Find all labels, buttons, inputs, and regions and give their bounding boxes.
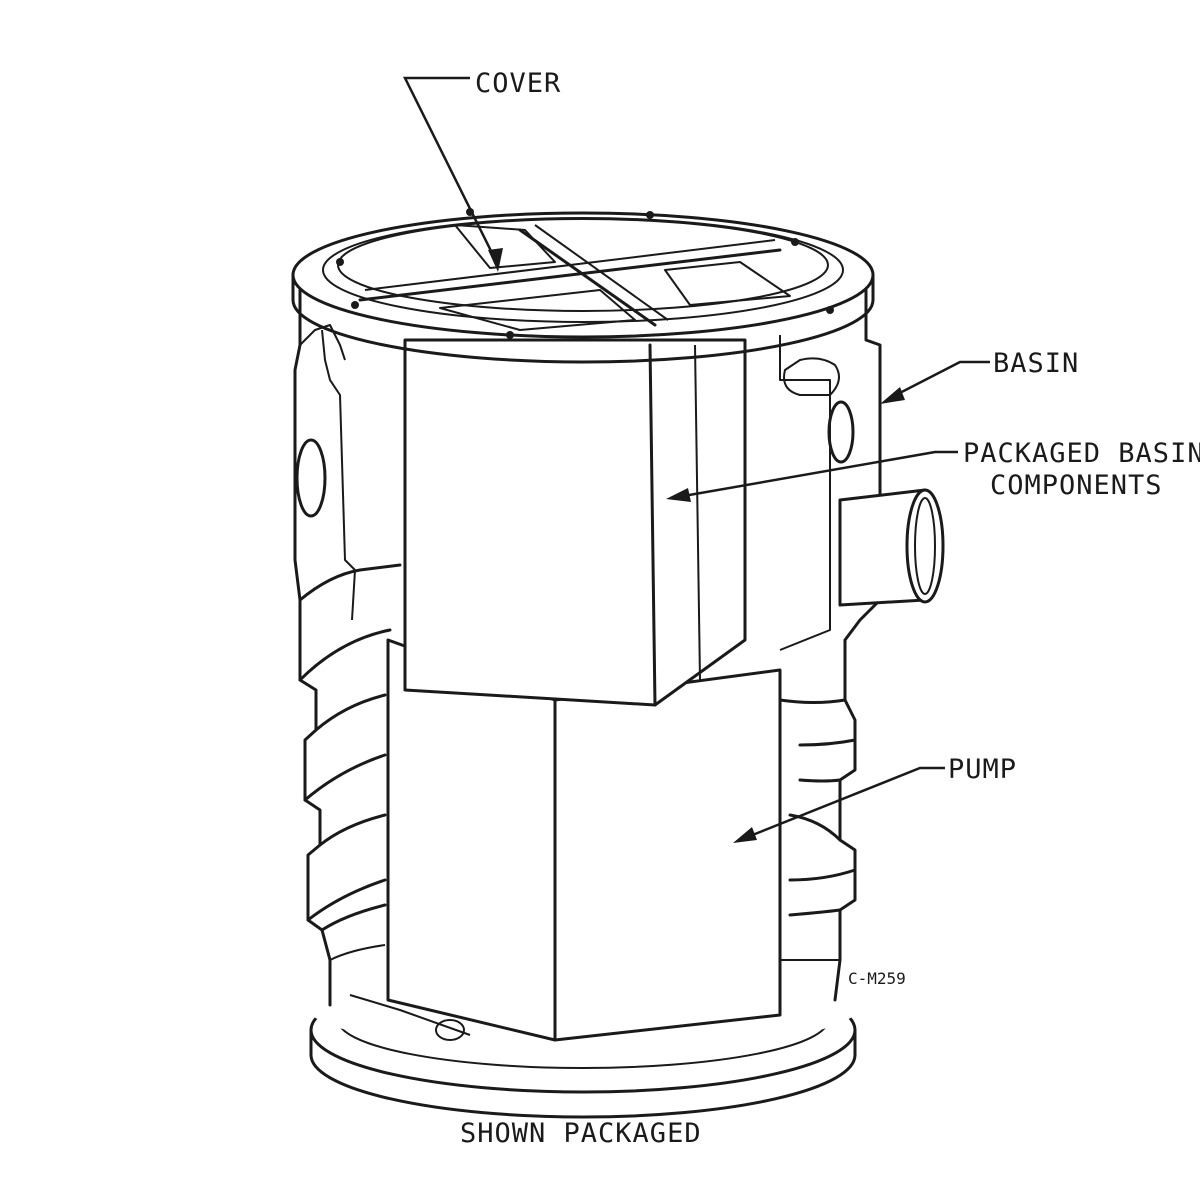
basin-leader [889,360,990,400]
pump [349,638,782,1042]
caption: SHOWN PACKAGED [460,1118,702,1149]
label-basin: BASIN [993,348,1079,379]
pump-leader [739,766,945,842]
leader-lines [402,76,990,843]
packaged-leader [671,450,958,500]
cover-leader [402,76,500,266]
label-cover: COVER [475,68,561,99]
packaged-components [403,338,747,707]
label-packaged-line2: COMPONENTS [990,470,1163,501]
label-drawing-code: C-M259 [848,969,906,988]
basin-cover [291,208,875,364]
label-pump: PUMP [948,754,1017,785]
discharge-pipe [838,488,945,607]
label-packaged-line1: PACKAGED BASIN [963,438,1200,469]
